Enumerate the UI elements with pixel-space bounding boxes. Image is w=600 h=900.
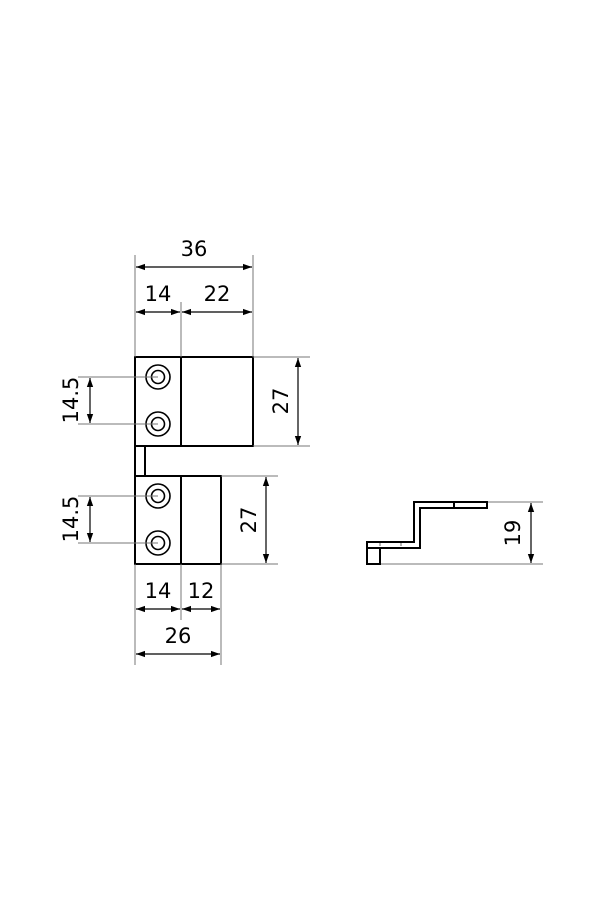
dim-side-height: 19: [501, 520, 525, 547]
dimension-lines: [86, 263, 535, 658]
dim-hole-spacing-bottom: 14.5: [59, 496, 83, 543]
hinge-spine: [134, 445, 146, 477]
side-view: [366, 501, 488, 565]
dim-right-width-bottom: 12: [188, 579, 215, 603]
dim-left-width-top: 14: [145, 282, 172, 306]
dim-hole-spacing-top: 14.5: [59, 377, 83, 424]
side-profile: [366, 501, 488, 549]
dim-overall-width-top: 36: [181, 237, 208, 261]
extension-lines: [78, 255, 543, 665]
bottom-leaf-right: [180, 475, 222, 565]
dim-overall-width-bottom: 26: [165, 624, 192, 648]
top-leaf-right: [180, 356, 254, 447]
dim-right-width-top: 22: [204, 282, 231, 306]
front-view: [134, 356, 254, 565]
dim-left-width-bottom: 14: [145, 579, 172, 603]
side-knuckle: [366, 547, 381, 565]
dim-height-top: 27: [269, 388, 293, 415]
dim-height-bottom: 27: [237, 507, 261, 534]
